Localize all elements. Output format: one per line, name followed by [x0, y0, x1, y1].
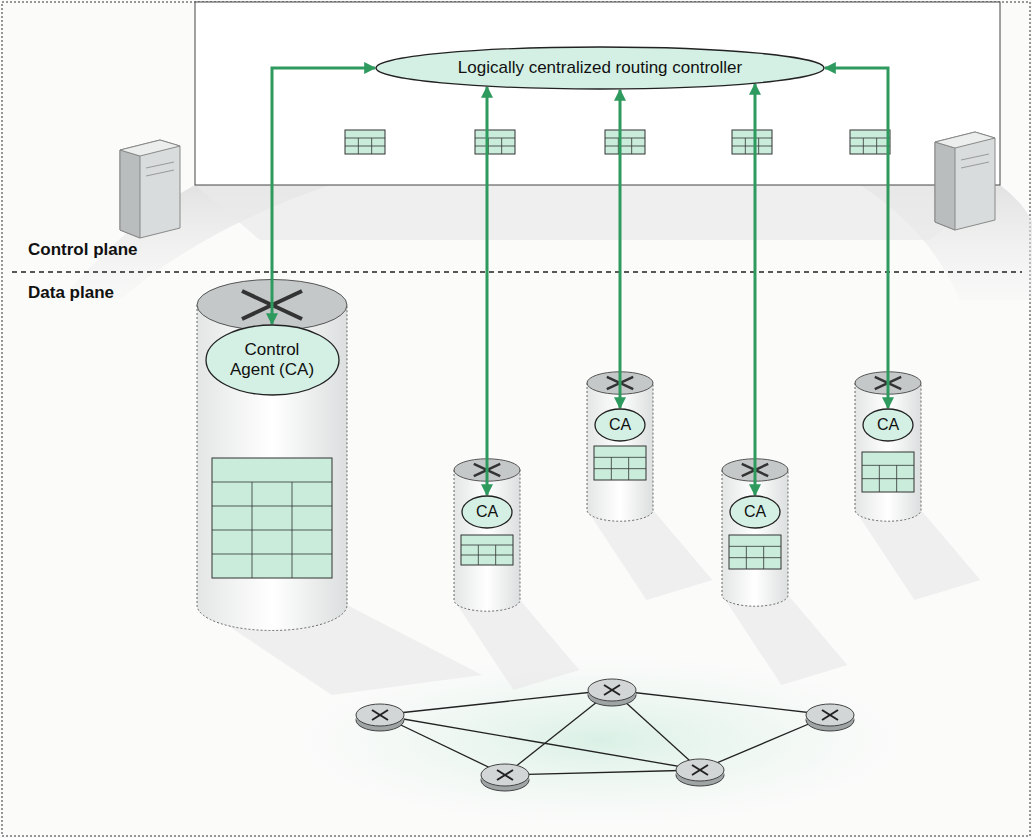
network-router [588, 679, 636, 706]
plane-label: Control plane [28, 240, 138, 260]
network-router [356, 704, 404, 731]
flow-table [862, 452, 914, 492]
control-agent-ellipse: CA [594, 408, 646, 442]
node-text: CA [609, 416, 631, 434]
network-router [676, 759, 724, 786]
flow-table [594, 446, 646, 480]
router [587, 372, 712, 600]
control-connector [272, 68, 375, 324]
control-connector [825, 68, 888, 408]
node-text: CA [476, 503, 498, 521]
network-link [505, 770, 700, 775]
flow-table [212, 458, 332, 578]
control-agent-ellipse: CA [729, 495, 781, 529]
control-agent-ellipse: CA [862, 408, 914, 442]
shadow [195, 185, 1000, 240]
control-agent-ellipse: CA [461, 495, 513, 529]
plane-label: Data plane [28, 283, 114, 303]
router [855, 372, 980, 600]
network-router [481, 764, 529, 791]
network-router [806, 704, 854, 731]
router [454, 459, 579, 690]
node-text: CA [744, 503, 766, 521]
server-icon [120, 140, 180, 238]
node-text: CA [877, 416, 899, 434]
flow-table [605, 130, 645, 154]
network-link [380, 690, 612, 715]
network-link [612, 690, 830, 715]
flow-table [461, 535, 513, 565]
controller-ellipse: Logically centralized routing controller [375, 46, 825, 90]
network-link [380, 715, 700, 770]
flow-table [475, 130, 515, 154]
control-connector [754, 84, 757, 495]
flow-table [729, 535, 781, 569]
control-connector [486, 87, 489, 495]
router [197, 280, 482, 696]
control-agent-ellipse: Control Agent (CA) [205, 324, 340, 396]
flow-table [732, 130, 772, 154]
server-icon [935, 132, 995, 230]
flow-table [850, 130, 890, 154]
flow-table [345, 130, 385, 154]
node-text: Control Agent (CA) [227, 340, 317, 379]
control-connector [619, 90, 622, 408]
plane-separator [12, 271, 1022, 273]
router [722, 459, 847, 685]
node-text: Logically centralized routing controller [458, 58, 742, 78]
control-panel [195, 2, 1000, 185]
